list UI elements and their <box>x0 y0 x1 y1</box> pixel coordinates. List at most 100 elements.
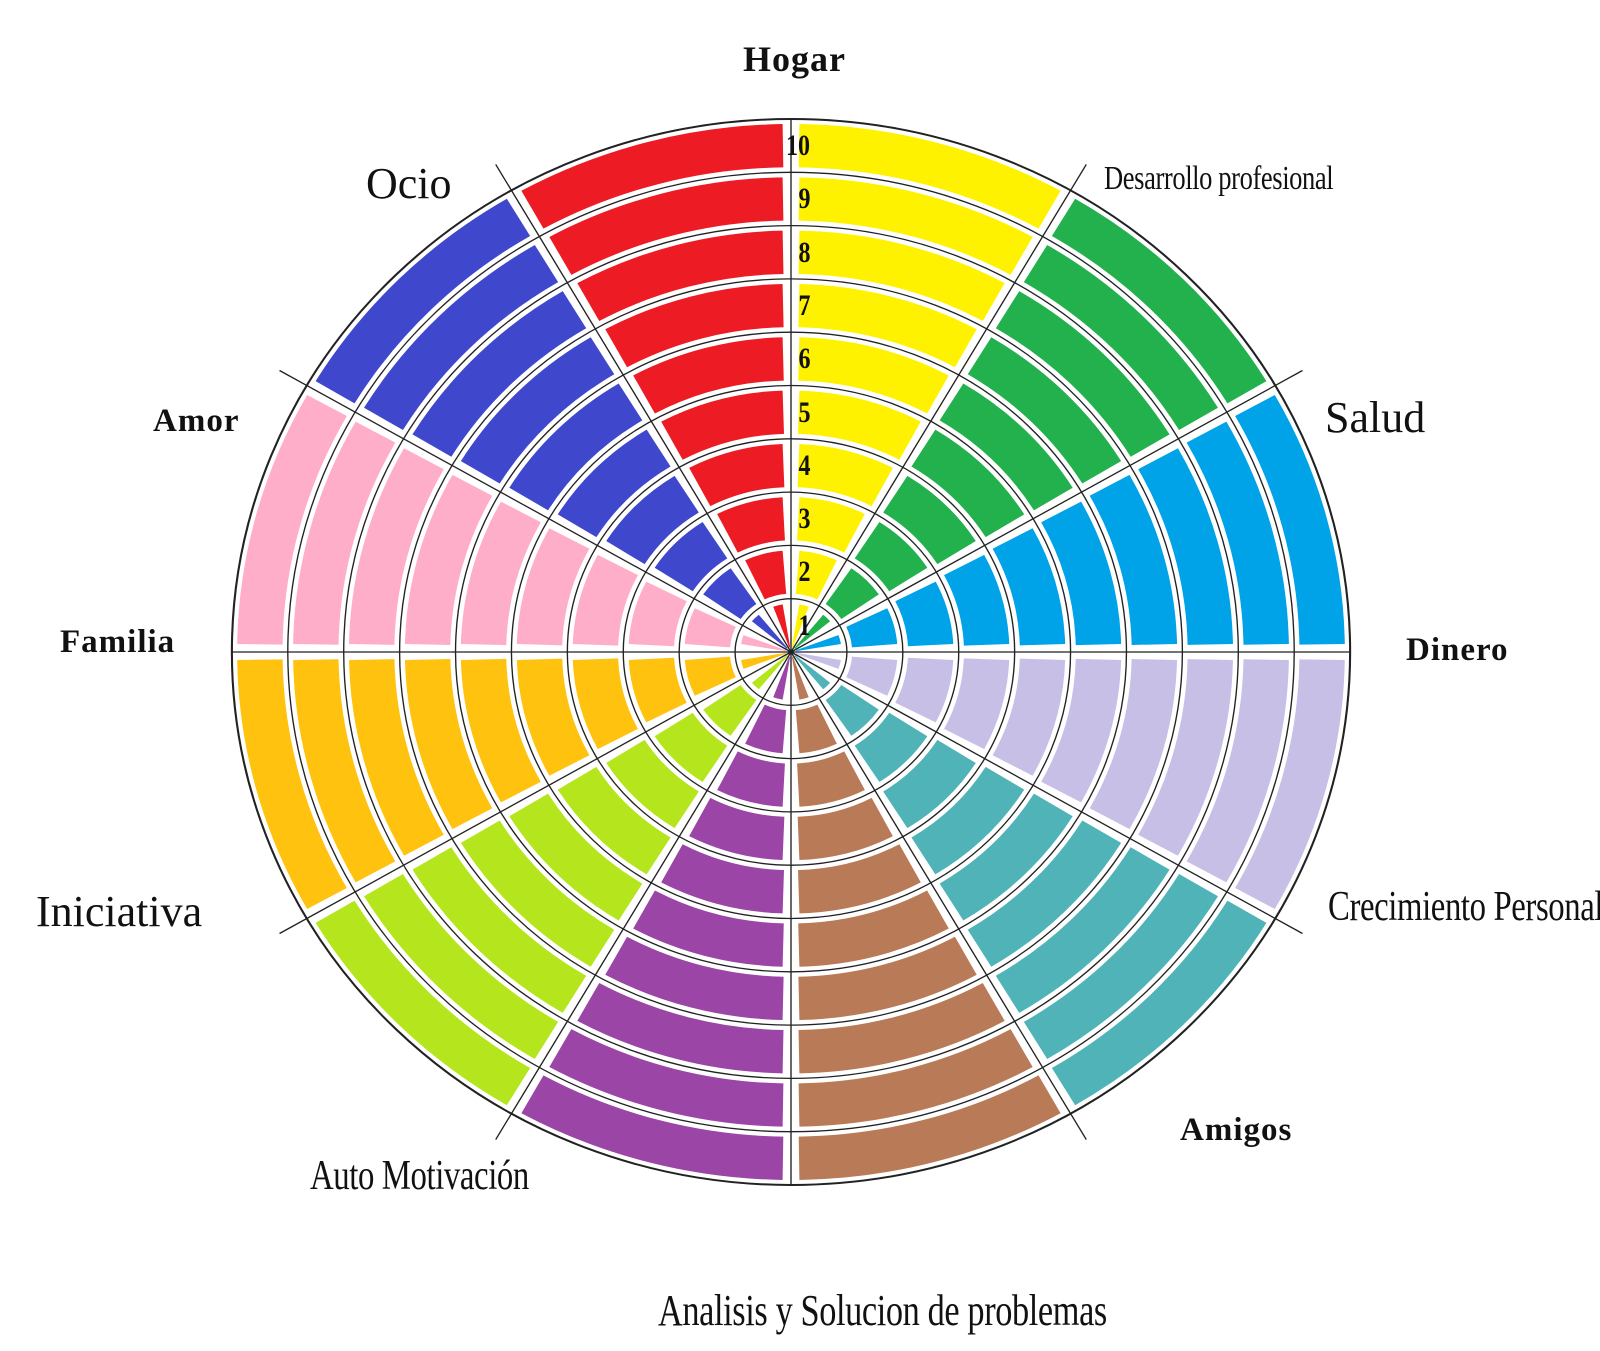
sector-2-ring-2 <box>825 568 879 619</box>
sector-9-ring-1 <box>741 652 787 669</box>
sector-5-ring-6 <box>939 793 1073 921</box>
divider-line <box>790 651 1303 935</box>
sector-2-ring-6 <box>939 383 1073 511</box>
label-amigos: Amigos <box>1180 1112 1293 1148</box>
sector-1-ring-5 <box>798 390 921 460</box>
sector-3-ring-9 <box>1186 421 1289 645</box>
sector-8-ring-9 <box>364 873 559 1060</box>
ring-number-1: 1 <box>798 608 811 642</box>
sector-4-ring-2 <box>846 656 898 696</box>
sector-1-ring-8 <box>798 230 1005 322</box>
sector-12-ring-5 <box>661 390 784 460</box>
sector-8-ring-7 <box>460 820 615 967</box>
sector-7-ring-10 <box>521 1075 784 1180</box>
sector-12-ring-6 <box>633 337 784 414</box>
sector-10-ring-8 <box>349 448 444 645</box>
ring-number-2: 2 <box>798 555 811 589</box>
sector-5-ring-2 <box>825 685 879 736</box>
sector-2-ring-4 <box>883 475 976 565</box>
label-salud: Salud <box>1325 393 1426 442</box>
sector-11-ring-8 <box>412 291 587 457</box>
sector-7-ring-4 <box>689 797 785 861</box>
ring-number-10: 10 <box>786 129 810 162</box>
sector-12-ring-1 <box>773 604 791 648</box>
sector-9-ring-3 <box>628 657 687 723</box>
sector-1-ring-6 <box>798 337 949 414</box>
sector-2-ring-7 <box>967 337 1122 484</box>
sector-10-ring-7 <box>404 474 493 645</box>
sector-10-ring-3 <box>628 581 687 647</box>
ring-number-8: 8 <box>798 235 811 269</box>
sector-11-ring-9 <box>364 244 559 431</box>
sector-9-ring-2 <box>684 656 736 696</box>
sector-6-ring-1 <box>791 656 809 700</box>
sector-5-ring-4 <box>883 739 976 829</box>
sector-6-ring-3 <box>797 751 865 807</box>
sector-2-ring-1 <box>794 614 831 649</box>
sector-10-ring-5 <box>516 528 590 646</box>
sector-8-ring-2 <box>703 685 757 736</box>
divider-line <box>279 651 792 935</box>
sector-9-ring-5 <box>516 658 590 776</box>
sector-1-ring-2 <box>795 550 837 600</box>
sector-4-ring-8 <box>1138 659 1233 856</box>
divider-line <box>790 164 1087 653</box>
sector-8-ring-5 <box>557 766 671 875</box>
sector-4-ring-10 <box>1235 659 1345 910</box>
sector-6-ring-8 <box>798 982 1005 1074</box>
sector-9-ring-4 <box>572 658 638 750</box>
sector-5-ring-10 <box>1051 900 1267 1106</box>
sector-1-ring-10 <box>798 124 1061 229</box>
sector-11-ring-4 <box>606 475 699 565</box>
sector-9-ring-6 <box>460 658 541 803</box>
sector-7-ring-9 <box>549 1029 784 1127</box>
sector-3-ring-7 <box>1089 474 1178 645</box>
sector-9-ring-10 <box>237 659 347 910</box>
sector-4-ring-5 <box>992 658 1066 776</box>
sector-9-ring-7 <box>404 659 493 830</box>
ring-number-6: 6 <box>798 342 811 376</box>
sector-4-ring-4 <box>944 658 1010 750</box>
divider-line <box>495 651 792 1140</box>
sector-8-ring-4 <box>606 739 699 829</box>
label-familia: Familia <box>60 624 176 660</box>
sector-7-ring-7 <box>605 936 784 1021</box>
sector-1-ring-7 <box>798 283 977 368</box>
sector-5-ring-9 <box>1023 873 1218 1060</box>
sector-12-ring-7 <box>605 283 784 368</box>
sector-7-ring-2 <box>745 704 787 754</box>
label-analisis: Analisis y Solucion de problemas <box>658 1286 1107 1335</box>
sector-12-ring-2 <box>745 550 787 600</box>
sector-11-ring-5 <box>557 429 671 538</box>
sector-6-ring-10 <box>798 1075 1061 1180</box>
label-desarrollo-profesional: Desarrollo profesional <box>1104 160 1334 197</box>
label-dinero: Dinero <box>1406 632 1509 668</box>
sector-1-ring-1 <box>791 604 809 648</box>
ring-number-9: 9 <box>798 182 811 216</box>
sector-2-ring-8 <box>995 291 1170 457</box>
ring-number-7: 7 <box>798 288 811 322</box>
ring-number-3: 3 <box>798 502 811 536</box>
sector-5-ring-1 <box>794 655 831 690</box>
sector-11-ring-1 <box>751 614 788 649</box>
label-crecimiento-personal: Crecimiento Personal <box>1328 884 1600 930</box>
label-ocio: Ocio <box>366 159 452 208</box>
sector-1-ring-3 <box>797 497 865 553</box>
sector-1-ring-4 <box>797 443 893 507</box>
divider-line <box>279 369 792 653</box>
sector-3-ring-8 <box>1138 448 1233 645</box>
ring-number-5: 5 <box>798 395 811 429</box>
label-hogar: Hogar <box>743 39 846 79</box>
sector-12-ring-4 <box>689 443 785 507</box>
sector-5-ring-5 <box>911 766 1025 875</box>
sector-10-ring-6 <box>460 501 541 646</box>
sector-11-ring-6 <box>509 383 643 511</box>
sector-11-ring-7 <box>460 337 615 484</box>
sector-8-ring-6 <box>509 793 643 921</box>
divider-line <box>790 369 1303 653</box>
sector-3-ring-2 <box>846 608 898 648</box>
sector-11-ring-10 <box>315 198 531 404</box>
sector-3-ring-4 <box>944 554 1010 646</box>
sector-1-ring-9 <box>798 177 1033 275</box>
sector-5-ring-8 <box>995 847 1170 1013</box>
